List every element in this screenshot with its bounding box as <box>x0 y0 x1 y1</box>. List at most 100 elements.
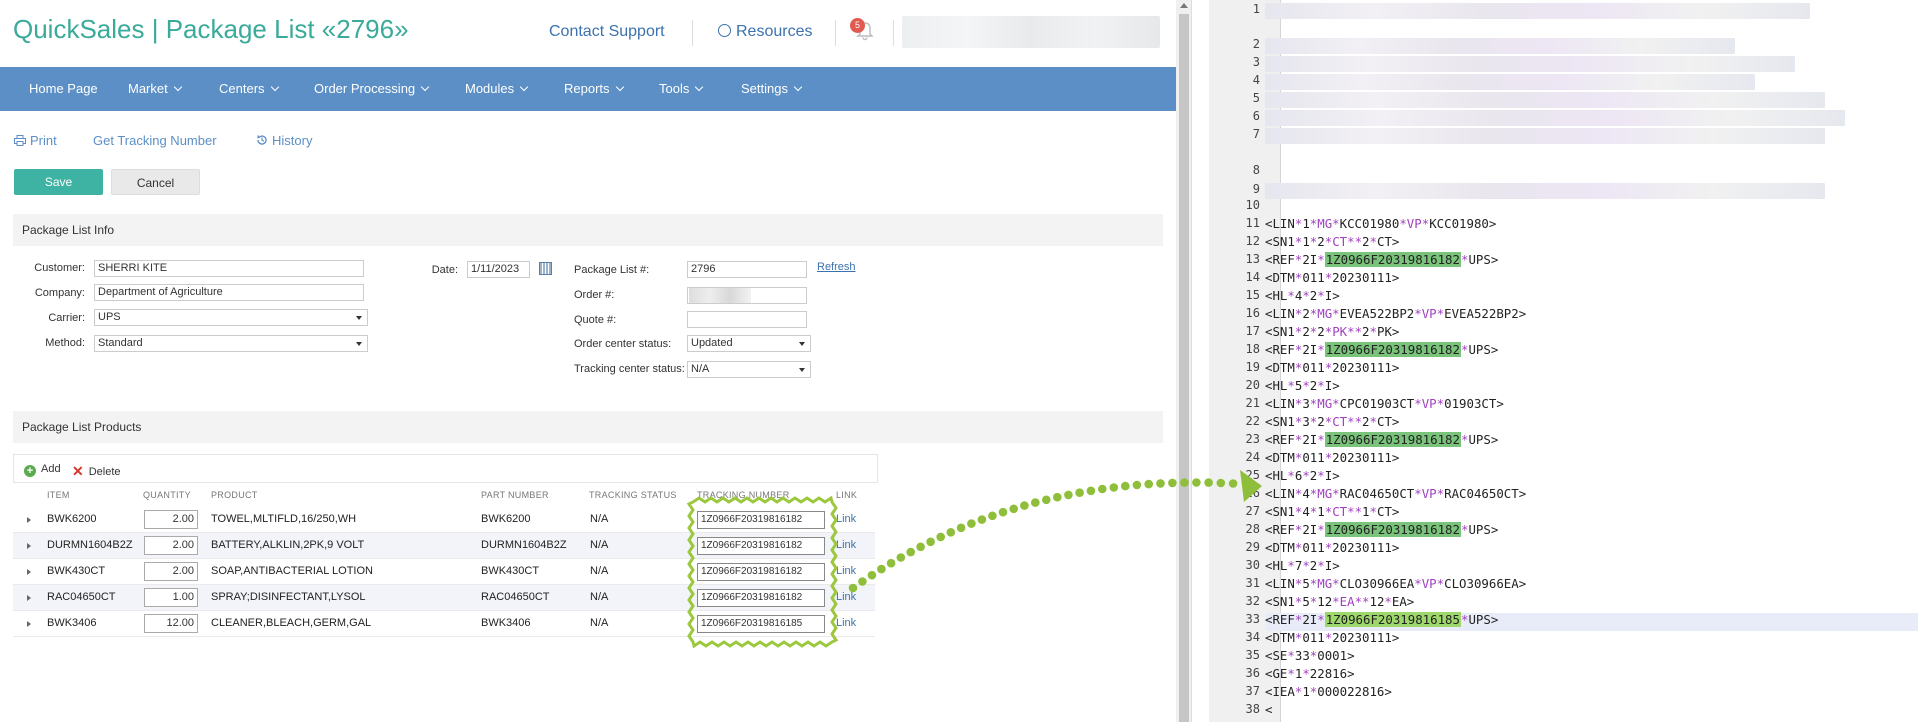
nav-home-page[interactable]: Home Page <box>29 81 98 96</box>
quantity-input[interactable]: 2.00 <box>144 510 198 529</box>
save-button[interactable]: Save <box>14 169 103 195</box>
code-line[interactable]: <SN1*1*2*CT**2*CT> <box>1265 234 1400 249</box>
column-header-part-number[interactable]: PART NUMBER <box>481 490 549 500</box>
code-line[interactable]: <LIN*2*MG*EVEA522BP2*VP*EVEA522BP2> <box>1265 306 1527 321</box>
nav-label: Order Processing <box>314 81 416 96</box>
code-line[interactable]: < <box>1265 702 1273 717</box>
part-number-cell: BWK6200 <box>481 513 531 525</box>
code-line[interactable]: <REF*2I*1Z0966F20319816182*UPS> <box>1265 432 1499 447</box>
add-button[interactable]: +Add <box>24 463 61 477</box>
code-line[interactable]: <SE*33*0001> <box>1265 648 1355 663</box>
code-line[interactable]: <GE*1*22816> <box>1265 666 1355 681</box>
cancel-button[interactable]: Cancel <box>111 169 200 195</box>
code-line[interactable]: <LIN*1*MG*KCC01980*VP*KCC01980> <box>1265 216 1497 231</box>
tracking-link[interactable]: Link <box>836 539 857 551</box>
quantity-input[interactable]: 12.00 <box>144 614 198 633</box>
nav-settings[interactable]: Settings <box>741 81 803 96</box>
contact-support-link[interactable]: Contact Support <box>549 23 665 40</box>
scrollbar[interactable] <box>1176 0 1192 722</box>
order-center-status-select[interactable]: Updated <box>687 335 811 352</box>
tracking-link[interactable]: Link <box>836 513 857 525</box>
editor-margin <box>1193 0 1209 722</box>
column-header-tracking-number[interactable]: TRACKING NUMBER <box>697 490 790 500</box>
tracking-center-status-select[interactable]: N/A <box>687 361 811 378</box>
code-line[interactable]: <LIN*5*MG*CLO30966EA*VP*CLO30966EA> <box>1265 576 1527 591</box>
calendar-icon[interactable] <box>539 262 552 275</box>
code-line[interactable]: <HL*4*2*I> <box>1265 288 1340 303</box>
method-select[interactable]: Standard <box>94 335 368 352</box>
package-list-number-input[interactable]: 2796 <box>687 261 807 278</box>
code-line[interactable]: <DTM*011*20230111> <box>1265 270 1400 285</box>
tracking-number-input[interactable]: 1Z0966F20319816185 <box>697 615 825 633</box>
column-header-link[interactable]: LINK <box>836 490 858 500</box>
code-line[interactable]: <HL*5*2*I> <box>1265 378 1340 393</box>
expand-row-icon[interactable] <box>27 543 31 549</box>
quantity-input[interactable]: 2.00 <box>144 562 198 581</box>
code-line[interactable]: <SN1*3*2*CT**2*CT> <box>1265 414 1400 429</box>
code-line[interactable]: <REF*2I*1Z0966F20319816182*UPS> <box>1265 342 1499 357</box>
quantity-input[interactable]: 2.00 <box>144 536 198 555</box>
code-line[interactable]: <IEA*1*000022816> <box>1265 684 1392 699</box>
nav-tools[interactable]: Tools <box>659 81 704 96</box>
refresh-link[interactable]: Refresh <box>817 261 856 273</box>
code-line[interactable]: <HL*6*2*I> <box>1265 468 1340 483</box>
code-line[interactable]: <DTM*011*20230111> <box>1265 450 1400 465</box>
redacted-code-line <box>1265 110 1845 126</box>
column-header-tracking-status[interactable]: TRACKING STATUS <box>589 490 677 500</box>
code-line[interactable]: <REF*2I*1Z0966F20319816185*UPS> <box>1265 612 1499 627</box>
code-line[interactable]: <REF*2I*1Z0966F20319816182*UPS> <box>1265 252 1499 267</box>
code-line[interactable]: <DTM*011*20230111> <box>1265 360 1400 375</box>
tracking-number-input[interactable]: 1Z0966F20319816182 <box>697 563 825 581</box>
history-link[interactable]: History <box>256 133 312 148</box>
code-line[interactable]: <SN1*4*1*CT**1*CT> <box>1265 504 1400 519</box>
quote-number-input[interactable] <box>687 311 807 328</box>
scroll-up-icon[interactable] <box>1180 3 1188 8</box>
tracking-link[interactable]: Link <box>836 617 857 629</box>
column-header-product[interactable]: PRODUCT <box>211 490 258 500</box>
expand-row-icon[interactable] <box>27 595 31 601</box>
print-link[interactable]: Print <box>14 133 57 148</box>
order-number-label: Order #: <box>574 289 615 301</box>
code-line[interactable]: <DTM*011*20230111> <box>1265 540 1400 555</box>
expand-row-icon[interactable] <box>27 569 31 575</box>
column-header-item[interactable]: ITEM <box>47 490 70 500</box>
nav-reports[interactable]: Reports <box>564 81 624 96</box>
tracking-number-input[interactable]: 1Z0966F20319816182 <box>697 589 825 607</box>
company-input[interactable]: Department of Agriculture <box>94 284 364 301</box>
quantity-input[interactable]: 1.00 <box>144 588 198 607</box>
tracking-number-input[interactable]: 1Z0966F20319816182 <box>697 537 825 555</box>
code-line[interactable]: <SN1*5*12*EA**12*EA> <box>1265 594 1415 609</box>
get-tracking-number-link[interactable]: Get Tracking Number <box>93 133 217 148</box>
code-line[interactable]: <LIN*4*MG*RAC04650CT*VP*RAC04650CT> <box>1265 486 1527 501</box>
carrier-select[interactable]: UPS <box>94 309 368 326</box>
tracking-number-input[interactable]: 1Z0966F20319816182 <box>697 511 825 529</box>
section-title: Package List Info <box>22 223 115 237</box>
code-line[interactable]: <LIN*3*MG*CPC01903CT*VP*01903CT> <box>1265 396 1504 411</box>
tracking-link[interactable]: Link <box>836 591 857 603</box>
nav-market[interactable]: Market <box>128 81 182 96</box>
customer-input[interactable]: SHERRI KITE <box>94 260 364 277</box>
delete-button[interactable]: ✕Delete <box>72 463 121 480</box>
code-line[interactable]: <REF*2I*1Z0966F20319816182*UPS> <box>1265 522 1499 537</box>
resources-link[interactable]: Resources <box>718 23 812 41</box>
nav-centers[interactable]: Centers <box>219 81 279 96</box>
code-line[interactable]: <DTM*011*20230111> <box>1265 630 1400 645</box>
close-icon: ✕ <box>72 463 84 479</box>
expand-row-icon[interactable] <box>27 621 31 627</box>
order-number-input[interactable] <box>687 287 807 304</box>
code-line[interactable]: <SN1*2*2*PK**2*PK> <box>1265 324 1400 339</box>
line-number: 37 <box>1245 684 1260 698</box>
tracking-link[interactable]: Link <box>836 565 857 577</box>
nav-modules[interactable]: Modules <box>465 81 529 96</box>
date-input[interactable]: 1/11/2023 <box>467 261 530 278</box>
code-line[interactable]: <HL*7*2*I> <box>1265 558 1340 573</box>
column-header-quantity[interactable]: QUANTITY <box>143 490 191 500</box>
nav-order-processing[interactable]: Order Processing <box>314 81 430 96</box>
scroll-thumb[interactable] <box>1179 14 1189 722</box>
expand-row-icon[interactable] <box>27 517 31 523</box>
